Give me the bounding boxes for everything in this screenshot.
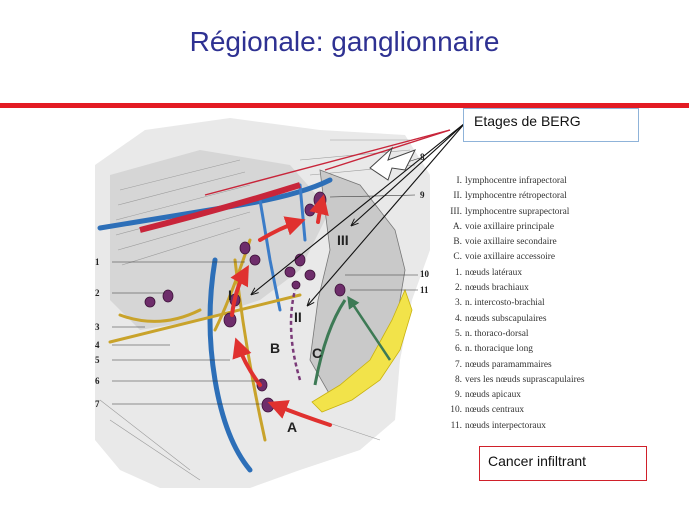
callout-number: 4 (95, 340, 100, 350)
legend-text: n. thoraco-dorsal (465, 328, 529, 339)
legend-item: 8.vers les nœuds suprascapulaires (436, 373, 676, 388)
route-c-vessel (313, 299, 347, 386)
legend-key: I. (456, 176, 462, 186)
legend-item: 1.nœuds latéraux (436, 266, 676, 281)
legend-text: nœuds subscapulaires (465, 313, 547, 324)
legend-key: 1. (454, 267, 462, 278)
callout-number: 11 (420, 285, 429, 295)
route-b-label: B (270, 340, 280, 356)
legend-item: III.lymphocentre suprapectoral (436, 205, 676, 220)
callout-number: 3 (95, 322, 100, 332)
legend-item: 9.nœuds apicaux (436, 388, 676, 403)
callout-number: 5 (95, 355, 100, 365)
legend-key: 3. (454, 298, 462, 309)
legend-key: A. (452, 221, 462, 232)
legend-item: 2.nœuds brachiaux (436, 281, 676, 296)
route-c-label: C (312, 345, 322, 361)
legend-text: nœuds interpectoraux (465, 420, 546, 431)
legend-text: lymphocentre rétropectoral (465, 191, 567, 202)
legend-item: C.voie axillaire accessoire (436, 250, 676, 265)
legend-key: 8. (454, 374, 462, 385)
callout-number: 6 (95, 376, 100, 386)
legend-key: II. (453, 191, 462, 202)
route-b-vessel (289, 289, 302, 381)
legend-text: nœuds latéraux (465, 267, 523, 278)
breast-fat-tissue (311, 288, 413, 413)
berg-levels-callout: Etages de BERG (463, 108, 639, 142)
legend-text: nœuds apicaux (465, 390, 521, 401)
callout-number: 7 (95, 399, 100, 409)
legend-key: 6. (454, 344, 462, 355)
legend-text: voie axillaire secondaire (465, 237, 557, 248)
callout-number: 9 (420, 190, 425, 200)
legend-key: 9. (454, 390, 462, 401)
intercostobrachial-nerve (108, 293, 302, 344)
legend-key: 4. (454, 313, 462, 324)
vein-branch (207, 257, 253, 473)
callout-number: 1 (95, 257, 100, 267)
legend-key: C. (453, 252, 462, 263)
level-i-label: I (228, 287, 232, 303)
callout-number: 10 (420, 269, 430, 279)
legend-text: voie axillaire accessoire (465, 252, 556, 263)
infiltrating-cancer-callout: Cancer infiltrant (479, 446, 647, 481)
route-a-arrow (267, 400, 332, 427)
legend-key: 7. (454, 359, 462, 370)
axillary-artery (139, 182, 301, 233)
route-a-label: A (287, 419, 297, 435)
legend-key: 10. (450, 405, 462, 416)
legend-text: voie axillaire principale (465, 221, 555, 232)
legend-text: n. thoracique long (465, 344, 533, 355)
legend-key: III. (450, 206, 462, 217)
callout-number: 2 (95, 288, 100, 298)
legend-key: 2. (454, 283, 462, 294)
legend-text: lymphocentre infrapectoral (465, 176, 567, 186)
legend-text: lymphocentre suprapectoral (465, 206, 570, 217)
legend-key: 5. (454, 328, 462, 339)
title-divider (0, 103, 689, 108)
legend-key: 11. (450, 420, 462, 431)
legend-item: 11.nœuds interpectoraux (436, 419, 676, 434)
legend-key: B. (453, 237, 462, 248)
legend-item: 5.n. thoraco-dorsal (436, 327, 676, 342)
legend-item: B.voie axillaire secondaire (436, 235, 676, 250)
legend-item: II.lymphocentre rétropectoral (436, 189, 676, 204)
legend-text: nœuds brachiaux (465, 283, 529, 294)
legend-item: I.lymphocentre infrapectoral (436, 174, 676, 189)
legend-item: 6.n. thoracique long (436, 342, 676, 357)
suprascapular-arrow (369, 146, 417, 181)
legend-text: nœuds centraux (465, 405, 525, 416)
legend-text: n. intercosto-brachial (465, 298, 545, 309)
slide-title: Régionale: ganglionnaire (189, 26, 500, 57)
legend-item: 7.nœuds paramammaires (436, 358, 676, 373)
legend-item: A.voie axillaire principale (436, 220, 676, 235)
legend-item: 10.nœuds centraux (436, 403, 676, 418)
legend-item: 4.nœuds subscapulaires (436, 312, 676, 327)
legend-text: nœuds paramammaires (465, 359, 552, 370)
legend-text: vers les nœuds suprascapulaires (465, 374, 585, 385)
level-iii-label: III (337, 232, 349, 248)
legend-item: 3.n. intercosto-brachial (436, 296, 676, 311)
level-ii-label: II (294, 309, 302, 325)
callout-number: 8 (420, 152, 425, 162)
